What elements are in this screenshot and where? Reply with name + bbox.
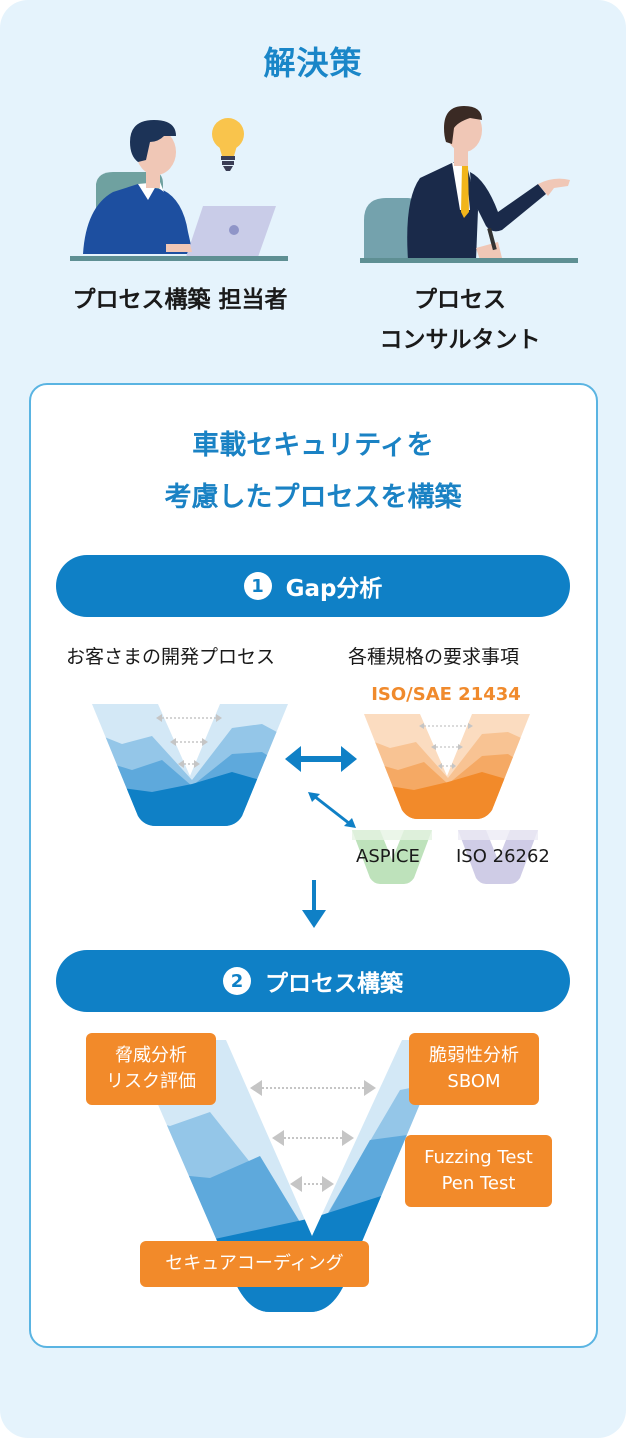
bidirectional-arrow-icon bbox=[285, 746, 357, 772]
diagonal-bidirectional-arrow-icon bbox=[308, 792, 356, 828]
vulnerability-analysis-tag: 脆弱性分析 SBOM bbox=[409, 1033, 539, 1105]
iso-26262-v-model-diagram bbox=[458, 830, 538, 884]
iso-sae-21434-v-model-diagram bbox=[364, 714, 530, 819]
card-title-line: 車載セキュリティを bbox=[192, 430, 434, 461]
correspondence-arrows bbox=[250, 1080, 376, 1192]
tag-line: 脅威分析 bbox=[115, 1045, 187, 1066]
card-title: 車載セキュリティを 考慮したプロセスを構築 bbox=[0, 420, 626, 524]
customer-process-heading: お客さまの開発プロセス bbox=[66, 646, 276, 668]
engineer-at-laptop-illustration bbox=[68, 112, 298, 267]
card-title-line: 考慮したプロセスを構築 bbox=[164, 482, 462, 513]
step-label: プロセス構築 bbox=[265, 971, 403, 997]
tag-line: 脆弱性分析 bbox=[429, 1045, 519, 1066]
persona-label-line: プロセス bbox=[414, 287, 506, 313]
page-title: 解決策 bbox=[263, 44, 363, 82]
tag-line: リスク評価 bbox=[106, 1071, 196, 1092]
consultant-illustration bbox=[358, 100, 588, 265]
step-number-badge: 1 bbox=[243, 572, 272, 600]
iso-sae-21434-label: ISO/SAE 21434 bbox=[371, 684, 521, 705]
tag-line: SBOM bbox=[447, 1071, 501, 1092]
down-arrow-icon bbox=[302, 880, 326, 928]
step-process-build: 2 プロセス構築 bbox=[56, 950, 570, 1012]
customer-v-model-diagram bbox=[92, 704, 288, 826]
aspice-v-model-diagram bbox=[352, 830, 432, 884]
tag-line: Pen Test bbox=[441, 1173, 516, 1194]
persona-label-line: コンサルタント bbox=[379, 327, 541, 353]
step-label: Gap分析 bbox=[285, 576, 383, 602]
step-number-badge: 2 bbox=[223, 967, 251, 995]
aspice-label: ASPICE bbox=[356, 846, 420, 867]
tag-line: セキュアコーディング bbox=[165, 1253, 344, 1274]
threat-analysis-tag: 脅威分析 リスク評価 bbox=[86, 1033, 216, 1105]
persona-label-process-builder: プロセス構築 担当者 bbox=[72, 287, 288, 313]
fuzzing-pen-test-tag: Fuzzing Test Pen Test bbox=[405, 1135, 552, 1207]
persona-label-process-consultant: プロセス コンサルタント bbox=[340, 280, 580, 360]
secure-coding-tag: セキュアコーディング bbox=[140, 1241, 369, 1287]
step-gap-analysis: 1 Gap分析 bbox=[56, 555, 570, 617]
tag-line: Fuzzing Test bbox=[424, 1147, 533, 1168]
iso-26262-label: ISO 26262 bbox=[456, 846, 550, 867]
standards-requirements-heading: 各種規格の要求事項 bbox=[348, 646, 520, 668]
